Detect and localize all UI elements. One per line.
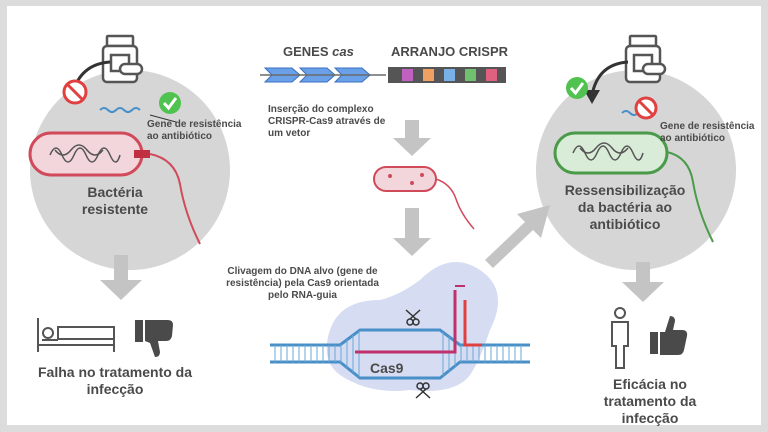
pill-bottle-icon — [101, 34, 144, 84]
crispr-spacer — [465, 69, 476, 81]
right-down-arrow — [622, 262, 664, 302]
insertion-label: Inserção do complexo CRISPR-Cas9 através… — [268, 104, 386, 139]
resistance-gene-label-right: Gene de resistência ao antibiótico — [660, 121, 755, 144]
left-down-arrow — [100, 255, 142, 300]
sensitized-bacterium-label: Ressensibilização da bactéria ao antibió… — [564, 182, 686, 232]
target-strand — [463, 300, 482, 347]
left-outcome: Falha no tratamento da infecção — [37, 364, 193, 397]
forbidden-icon — [62, 79, 88, 105]
sensitized-bacterium — [553, 131, 714, 243]
thumbs-up-icon — [650, 316, 688, 355]
crispr-spacer — [444, 69, 455, 81]
center-down-arrow-2 — [393, 208, 431, 256]
small-bacterium — [373, 166, 475, 230]
plasmid-squiggle-left — [99, 107, 141, 113]
bed-patient-icon — [37, 318, 115, 352]
cas-genes-italic: cas — [332, 44, 354, 59]
thumbs-down-icon — [135, 320, 173, 357]
right-outcome: Eficácia no tratamento da infecção — [603, 376, 697, 426]
diagonal-arrow — [485, 205, 550, 268]
center-down-arrow-1 — [393, 120, 431, 156]
checkmark-icon — [566, 77, 588, 99]
crispr-spacer — [423, 69, 434, 81]
crispr-spacer — [486, 69, 497, 81]
cas-genes-label: GENES cas — [283, 44, 354, 59]
resistance-gene-label-left: Gene de resistência ao antibiótico — [147, 119, 242, 142]
cas9-label: Cas9 — [370, 360, 404, 376]
crispr-array-label: ARRANJO CRISPR — [391, 44, 509, 59]
resistant-bacterium — [28, 131, 201, 245]
cleavage-label: Clivagem do DNA alvo (gene de resistênci… — [226, 266, 379, 301]
checkmark-icon — [159, 92, 181, 114]
person-standing-icon — [611, 307, 629, 369]
crispr-spacers — [402, 69, 497, 81]
pill-bottle-icon — [624, 34, 667, 84]
scissors-icon — [405, 309, 431, 399]
resistant-bacterium-label: Bactéria resistente — [81, 184, 149, 217]
guide-rna — [355, 290, 457, 354]
cas-genes-word: GENES — [283, 44, 329, 59]
dna-rungs — [274, 330, 522, 378]
forbidden-icon — [634, 96, 658, 120]
crispr-spacer — [402, 69, 413, 81]
